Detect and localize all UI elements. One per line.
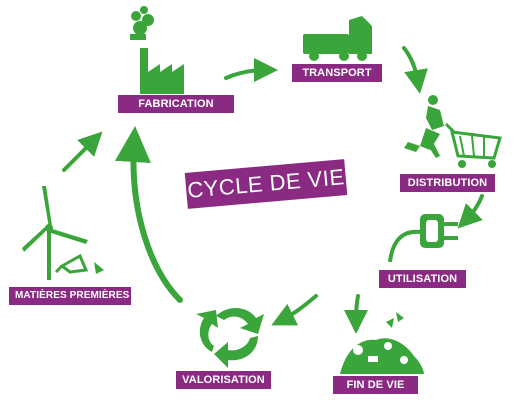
shopping-woman-cart-icon <box>404 95 502 168</box>
arrow-valorisation-to-fabrication <box>114 126 183 303</box>
wind-turbine-icon <box>22 186 104 280</box>
step-label-fin-de-vie: FIN DE VIE <box>333 376 418 394</box>
recycle-icon <box>196 307 264 368</box>
arrow-transport-to-distribution <box>402 46 428 94</box>
arrow-utilisation-to-fin-de-vie <box>344 294 369 334</box>
cycle-arrows <box>62 46 484 334</box>
arrow-matieres-to-fabrication <box>62 131 103 172</box>
arrow-distribution-to-utilisation <box>457 194 484 229</box>
step-label-distribution: DISTRIBUTION <box>400 174 495 192</box>
factory-icon <box>130 6 184 94</box>
power-plug-icon <box>388 214 458 263</box>
arrow-fin-de-vie-to-valorisation <box>271 294 318 326</box>
step-label-valorisation: VALORISATION <box>176 371 271 389</box>
arrow-fabrication-to-transport <box>224 58 278 83</box>
step-label-matieres-premieres: MATIÈRES PREMIÈRES <box>9 287 131 305</box>
step-label-transport: TRANSPORT <box>292 64 382 82</box>
step-label-utilisation: UTILISATION <box>379 270 466 288</box>
trash-heap-icon <box>340 312 424 374</box>
step-label-fabrication: FABRICATION <box>118 95 234 113</box>
truck-icon <box>303 16 372 61</box>
